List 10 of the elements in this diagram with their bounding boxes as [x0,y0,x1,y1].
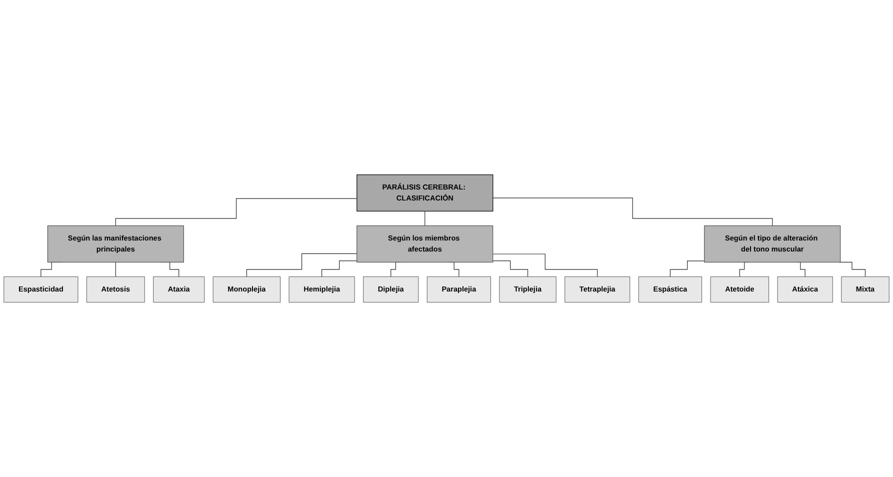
connector [246,253,358,278]
connector [424,210,426,226]
connector [115,262,116,278]
connector [670,260,705,278]
connector [492,260,528,278]
connector [115,198,358,226]
connector [492,254,598,278]
connector [838,262,866,278]
connector [322,260,358,278]
connector [492,198,773,226]
